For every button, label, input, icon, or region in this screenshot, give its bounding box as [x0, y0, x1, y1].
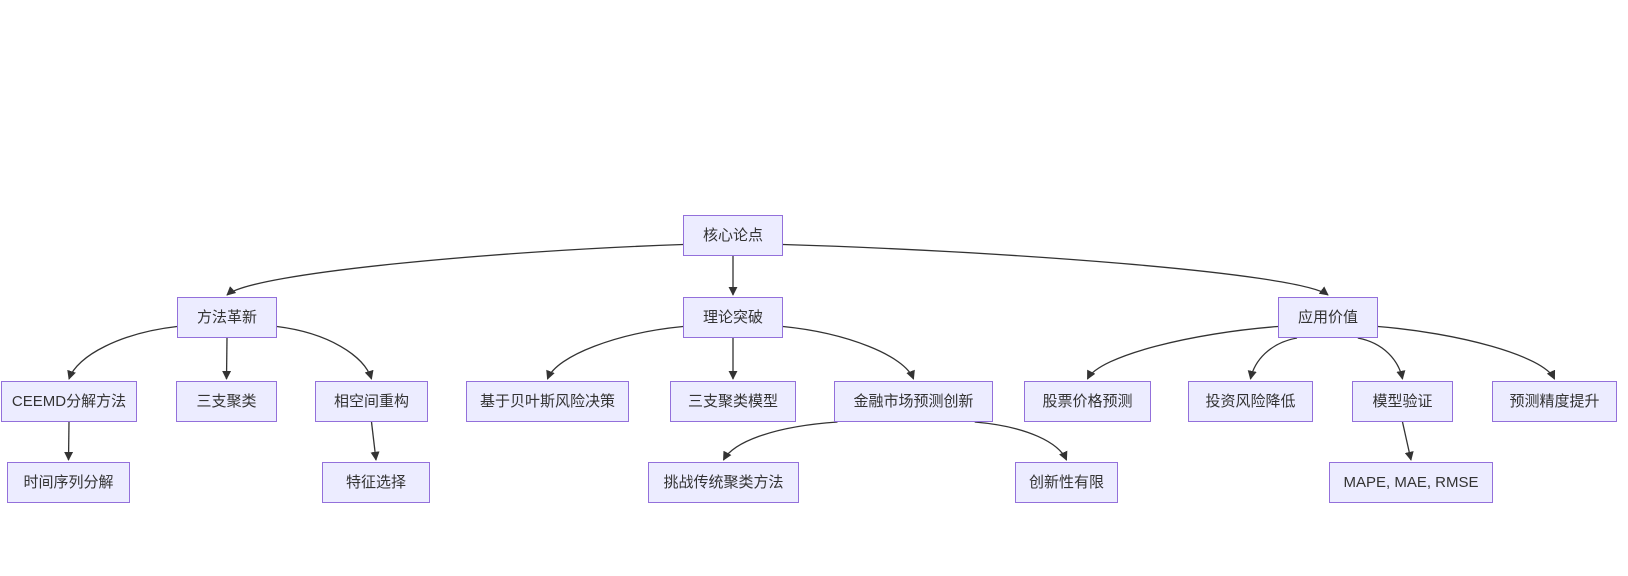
node-application: 应用价值 — [1278, 297, 1378, 338]
node-feature-selection: 特征选择 — [322, 462, 430, 503]
node-label: 股票价格预测 — [1042, 393, 1133, 410]
node-label: CEEMD分解方法 — [11, 393, 127, 410]
node-label: 三支聚类模型 — [687, 393, 778, 410]
node-label: 应用价值 — [1297, 309, 1358, 326]
edge-application-to-model-validation — [1357, 337, 1406, 380]
edge-theory-to-finance-innovation — [782, 325, 915, 380]
node-core: 核心论点 — [683, 215, 783, 256]
edge-model-validation-to-metrics — [1401, 421, 1414, 461]
edge-finance-innovation-to-challenge-clustering — [722, 421, 838, 461]
edge-application-to-stock-prediction — [1086, 325, 1279, 380]
node-finance-innovation: 金融市场预测创新 — [834, 381, 993, 422]
edge-group — [64, 243, 1556, 461]
node-label: 预测精度提升 — [1509, 393, 1600, 410]
node-label: 理论突破 — [702, 309, 763, 326]
node-theory: 理论突破 — [683, 297, 783, 338]
node-label: 特征选择 — [345, 474, 406, 491]
node-challenge-clustering: 挑战传统聚类方法 — [648, 462, 799, 503]
edge-phase-space-to-feature-selection — [370, 421, 380, 461]
node-label: 相空间重构 — [333, 393, 409, 410]
edge-finance-innovation-to-limited-novelty — [974, 421, 1068, 461]
node-label: 基于贝叶斯风险决策 — [479, 393, 615, 410]
node-risk-reduction: 投资风险降低 — [1188, 381, 1313, 422]
node-label: 投资风险降低 — [1205, 393, 1296, 410]
edge-core-to-application — [782, 243, 1329, 296]
edge-core-to-method — [226, 243, 684, 296]
node-bayes-risk: 基于贝叶斯风险决策 — [466, 381, 629, 422]
edge-application-to-accuracy-improvement — [1377, 325, 1556, 380]
node-stock-prediction: 股票价格预测 — [1024, 381, 1151, 422]
node-time-series: 时间序列分解 — [7, 462, 130, 503]
edge-method-to-ceemd — [67, 325, 178, 380]
edge-ceemd-to-time-series — [64, 421, 74, 461]
node-metrics: MAPE, MAE, RMSE — [1329, 462, 1493, 503]
edge-method-to-three-way-clustering — [222, 337, 232, 380]
node-label: 金融市场预测创新 — [853, 393, 974, 410]
node-method: 方法革新 — [177, 297, 277, 338]
edge-theory-to-bayes-risk — [546, 325, 684, 380]
node-label: 三支聚类 — [196, 393, 257, 410]
node-limited-novelty: 创新性有限 — [1015, 462, 1118, 503]
node-ceemd: CEEMD分解方法 — [1, 381, 137, 422]
node-three-way-clustering: 三支聚类 — [176, 381, 277, 422]
node-accuracy-improvement: 预测精度提升 — [1492, 381, 1617, 422]
node-label: 方法革新 — [196, 309, 257, 326]
node-model-validation: 模型验证 — [1352, 381, 1453, 422]
edge-method-to-phase-space — [276, 325, 374, 380]
node-label: 时间序列分解 — [23, 474, 114, 491]
node-label: 创新性有限 — [1028, 474, 1104, 491]
node-label: 模型验证 — [1372, 393, 1433, 410]
node-label: 核心论点 — [702, 227, 763, 244]
node-label: MAPE, MAE, RMSE — [1343, 474, 1479, 491]
node-phase-space: 相空间重构 — [315, 381, 428, 422]
node-three-way-model: 三支聚类模型 — [670, 381, 796, 422]
node-label: 挑战传统聚类方法 — [663, 474, 784, 491]
edge-application-to-risk-reduction — [1247, 337, 1298, 380]
